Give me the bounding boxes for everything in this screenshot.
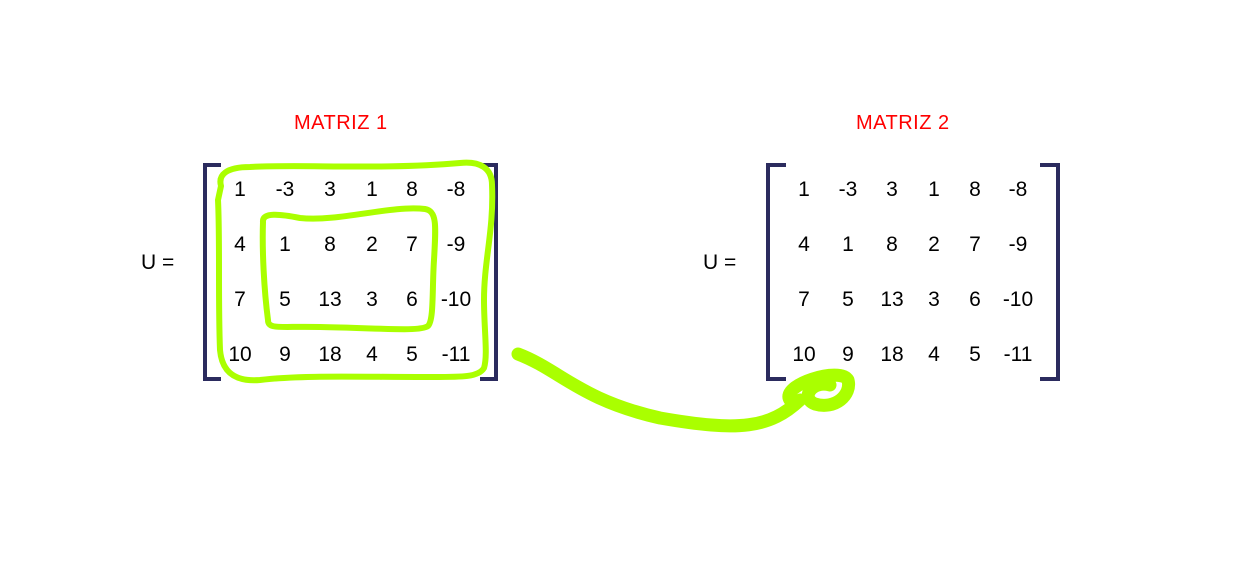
matrix2-cell: 4 bbox=[928, 343, 940, 366]
matrix2-cell: -8 bbox=[1008, 178, 1028, 201]
matrix2-cell: 8 bbox=[969, 178, 981, 201]
matrix2-cell: 10 bbox=[792, 343, 816, 366]
matrix1-cell: 2 bbox=[366, 233, 378, 256]
matrix1-cell: 4 bbox=[234, 233, 246, 256]
matrix1-cell: -8 bbox=[446, 178, 466, 201]
matrix2-cell: -3 bbox=[838, 178, 858, 201]
matrix2-left-bracket bbox=[766, 163, 786, 381]
matrix1-cell: 3 bbox=[324, 178, 336, 201]
matrix1-cell: 6 bbox=[406, 288, 418, 311]
matrix2-cell: -9 bbox=[1008, 233, 1028, 256]
matrix1-cell: 3 bbox=[366, 288, 378, 311]
matrix1-cell: 1 bbox=[234, 178, 246, 201]
matrix2-cell: -11 bbox=[1003, 343, 1033, 366]
matrix2-cell: 1 bbox=[842, 233, 854, 256]
matrix2-cell: 9 bbox=[842, 343, 854, 366]
matrix2-cell: 1 bbox=[928, 178, 940, 201]
matrix2-cell: 4 bbox=[798, 233, 810, 256]
matrix2-cell: 6 bbox=[969, 288, 981, 311]
matrix2-cell: 13 bbox=[880, 288, 904, 311]
matrix2-cell: 7 bbox=[969, 233, 981, 256]
matrix2-cell: 3 bbox=[928, 288, 940, 311]
matrix1-cell: 9 bbox=[279, 343, 291, 366]
matrix1-cell: -11 bbox=[441, 343, 471, 366]
matrix1-cell: 5 bbox=[279, 288, 291, 311]
matrix2-cell: 8 bbox=[886, 233, 898, 256]
matrix2-cell: 18 bbox=[880, 343, 904, 366]
arrow-curve bbox=[511, 347, 807, 433]
matrix2-cell: 7 bbox=[798, 288, 810, 311]
matrix2-cell: 2 bbox=[928, 233, 940, 256]
matrix1-cell: -3 bbox=[275, 178, 295, 201]
matrix1-cell: 13 bbox=[318, 288, 342, 311]
matrix2-cell: 1 bbox=[798, 178, 810, 201]
matrix2-right-bracket bbox=[1040, 163, 1060, 381]
matrix1-title: MATRIZ 1 bbox=[294, 112, 388, 134]
matrix1-cell: 1 bbox=[279, 233, 291, 256]
matrix1-cell: 18 bbox=[318, 343, 342, 366]
matrix1-cell: -9 bbox=[446, 233, 466, 256]
matrix1-cell: 5 bbox=[406, 343, 418, 366]
matrix1-cell: 8 bbox=[324, 233, 336, 256]
matrix1-right-bracket bbox=[480, 163, 498, 381]
matrix2-cell: 5 bbox=[969, 343, 981, 366]
matrix2-cell: 3 bbox=[886, 178, 898, 201]
matrix1-cell: 7 bbox=[234, 288, 246, 311]
arrow-end-loop bbox=[782, 368, 856, 412]
matrix1-u-label: U = bbox=[141, 251, 175, 274]
matrix2-cell: -10 bbox=[1002, 288, 1034, 311]
matrix1-cell: 8 bbox=[406, 178, 418, 201]
matrix1-left-bracket bbox=[203, 163, 221, 381]
matrix2-cell: 5 bbox=[842, 288, 854, 311]
matrix1-cell: 4 bbox=[366, 343, 378, 366]
matrix2-title: MATRIZ 2 bbox=[856, 112, 950, 134]
matrix1-cell: 10 bbox=[228, 343, 252, 366]
matrix1-cell: 1 bbox=[366, 178, 378, 201]
matrix2-u-label: U = bbox=[703, 251, 737, 274]
matrix1-cell: -10 bbox=[440, 288, 472, 311]
matrix1-cell: 7 bbox=[406, 233, 418, 256]
